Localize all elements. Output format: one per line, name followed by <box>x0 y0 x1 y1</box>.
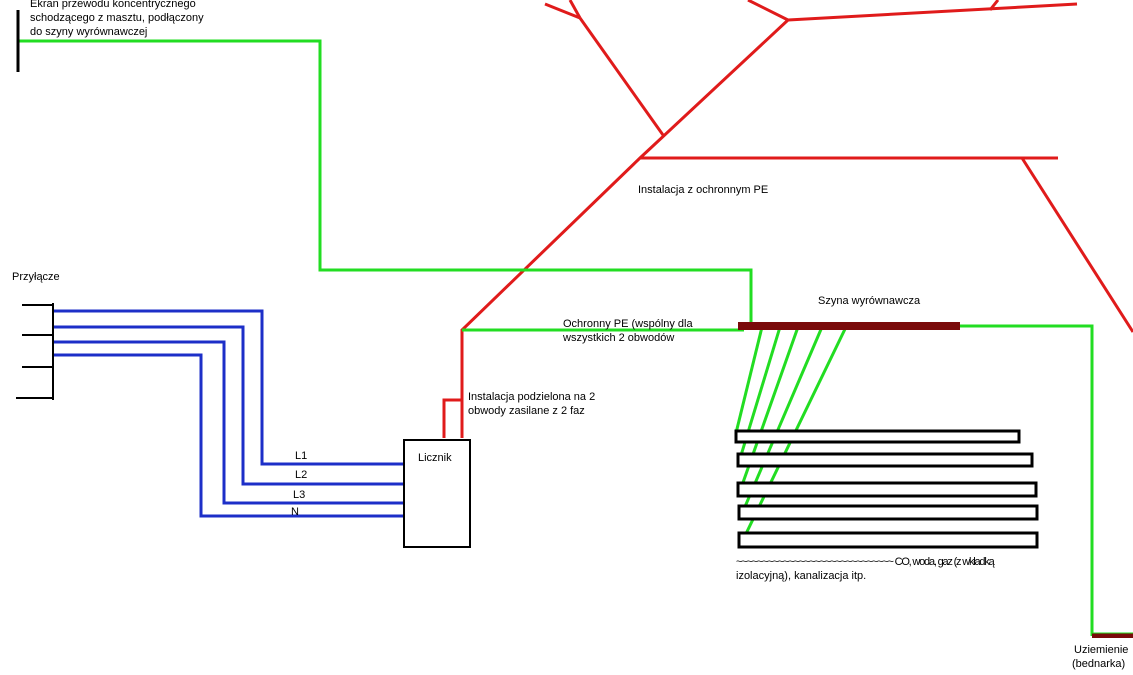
pipe-4 <box>737 504 1039 521</box>
red-branch-top-right <box>787 2 1078 22</box>
mast-screen-label-line1: Ekran przewodu koncentrycznego <box>30 0 196 10</box>
earthing-label-line2: (bednarka) <box>1072 658 1126 670</box>
red-branch-right-diagonal <box>1020 157 1133 333</box>
red-branch-upper-mid <box>747 0 789 22</box>
phase-l2-label: L2 <box>295 469 308 481</box>
connection-terminal <box>16 303 54 400</box>
meter-box <box>403 439 471 548</box>
blue-supply-lines <box>52 309 404 518</box>
wire-l3 <box>52 340 404 505</box>
red-branch-top-left <box>544 2 581 20</box>
red-trunk-line <box>460 18 790 438</box>
pipe-3 <box>736 481 1038 498</box>
busbar <box>738 322 960 330</box>
pe-common-label-line2: wszystkich 2 obwodów <box>563 332 675 344</box>
phase-l3-label: L3 <box>293 489 306 501</box>
pipes-label-line1: ~~~~~~~~~~~~~~~~~~~~~~~~~~~~~~ CO, woda,… <box>736 556 995 568</box>
green-bond-1 <box>734 326 764 434</box>
earthing-label-line1: Uziemienie <box>1074 644 1129 656</box>
red-branch-top-stub <box>988 0 1000 11</box>
mast-screen-label-line2: schodzącego z masztu, podłączony <box>30 12 204 24</box>
phase-l1-label: L1 <box>295 450 308 462</box>
split-label-line2: obwody zasilane z 2 faz <box>468 405 585 417</box>
wire-l2 <box>52 325 404 486</box>
installation-pe-label: Instalacja z ochronnym PE <box>638 184 769 196</box>
neutral-label: N <box>291 506 299 518</box>
wire-n <box>52 353 404 518</box>
pipe-5 <box>737 531 1039 549</box>
red-installation-lines <box>442 0 1133 438</box>
red-branch-upper-left <box>578 17 665 136</box>
meter-label: Licznik <box>418 452 452 464</box>
red-branch-small <box>568 0 582 19</box>
pipes <box>734 429 1039 549</box>
green-mast-screen-line <box>18 39 753 325</box>
pipe-2 <box>736 452 1034 468</box>
red-meter-loop <box>442 398 462 438</box>
connection-label: Przyłącze <box>12 271 60 283</box>
pipe-1 <box>734 429 1021 444</box>
green-earthing-line <box>960 324 1094 636</box>
busbar-label: Szyna wyrównawcza <box>818 295 921 307</box>
split-label-line1: Instalacja podzielona na 2 <box>468 391 596 403</box>
mast-screen-label-line3: do szyny wyrównawczej <box>30 26 148 38</box>
pipes-label-line2: izolacyjną), kanalizacja itp. <box>736 570 867 582</box>
wire-l1 <box>52 309 404 466</box>
earthing-strip <box>1092 632 1133 638</box>
pe-common-label-line1: Ochronny PE (wspólny dla <box>563 318 693 330</box>
